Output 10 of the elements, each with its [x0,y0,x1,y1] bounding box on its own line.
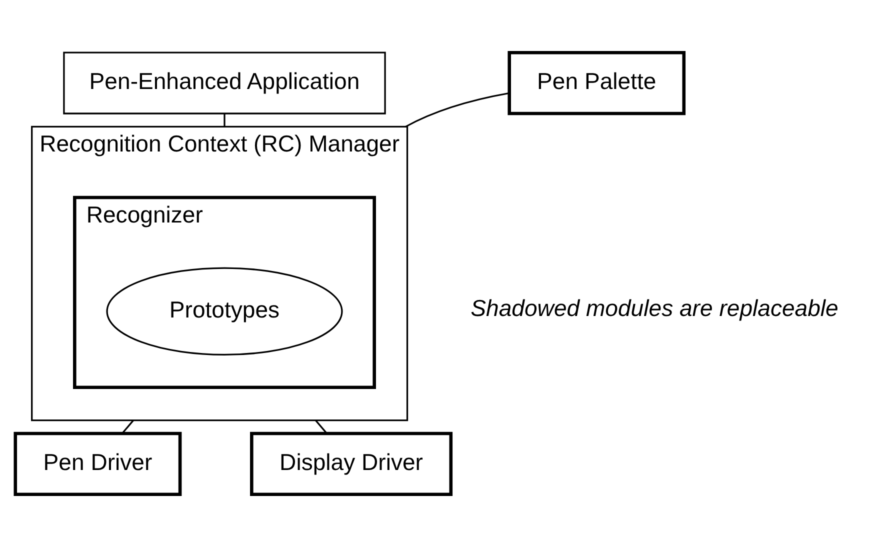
node-box: Pen Palette [508,50,686,116]
node-box: Pen Driver [14,432,182,496]
node-box: Display Driver [250,432,453,496]
connector [315,420,328,434]
label: Shadowed modules are replaceable [470,294,838,321]
connector [405,92,510,128]
connector [122,420,134,434]
node-box: Pen-Enhanced Application [63,52,386,114]
connector [224,114,226,127]
node-ellipse: Prototypes [106,267,343,356]
